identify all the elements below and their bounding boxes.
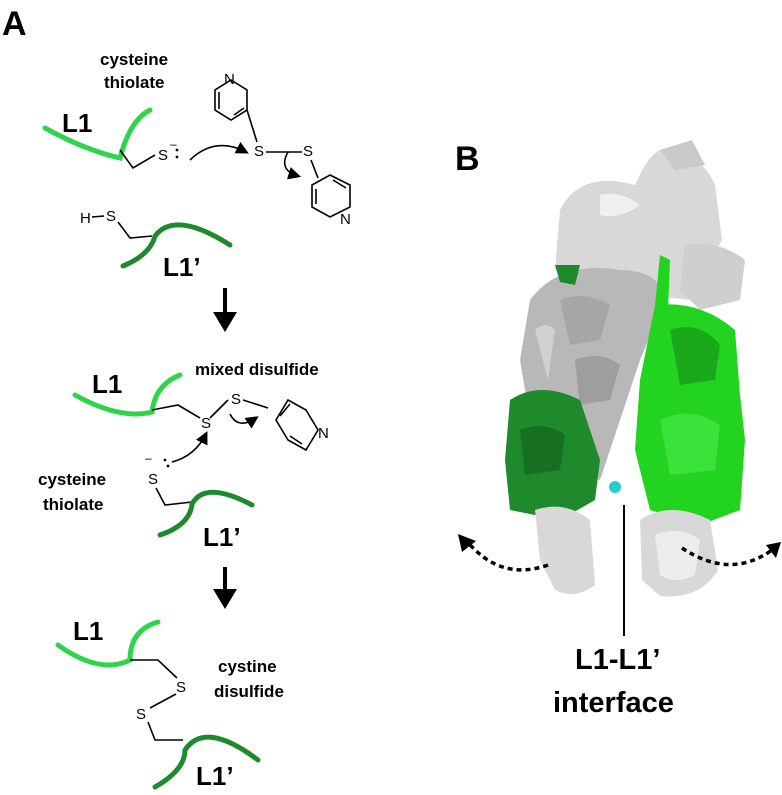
protein-green-right-helix-top [655, 255, 670, 310]
reaction-arrow-2 [213, 567, 237, 609]
step1-pyridine-bottom-n: N [340, 211, 351, 228]
protein-grey-shade-2 [575, 356, 620, 405]
motion-arrowhead-left [458, 534, 476, 552]
interface-site [609, 481, 621, 493]
step2-pyridine-ring [275, 398, 319, 452]
step2-lone-pair-2 [166, 464, 170, 468]
step3-s-top: S [176, 679, 186, 696]
step1-pyridine-top-db2 [233, 107, 245, 116]
step1-leaving-arrow [283, 151, 302, 180]
step1-hs-chain [117, 221, 153, 239]
step1-lone-pair-2 [175, 155, 179, 159]
protein-green-right-shade-1 [670, 327, 720, 385]
step2-pyridine-n: N [318, 425, 329, 442]
step3-ss-bond [149, 693, 177, 709]
step1-s-ring-bond [310, 159, 319, 179]
motion-arrow-right [681, 546, 774, 567]
protein-green-right-shade-2 [660, 413, 720, 475]
step3-l1-label: L1 [73, 616, 103, 646]
step2-s1: S [201, 415, 211, 432]
protein-green-left-shade [520, 426, 565, 475]
step2-leaving-arrow [229, 413, 259, 429]
step3-bottom-chain [147, 721, 183, 741]
step1-cysteine-label-2: thiolate [104, 73, 164, 92]
dna-groove-1 [600, 193, 640, 217]
step3-cystine-label-1: cystine [218, 657, 277, 676]
step1-s-right: S [303, 143, 313, 160]
step1-pyridine-bottom-db2 [332, 179, 347, 189]
step1-hs-s: S [106, 208, 116, 225]
step3-group: L1 S S L1’ cystine disulfide [55, 616, 284, 791]
motion-arrowhead-right [766, 542, 781, 558]
step3-top-chain [130, 659, 178, 679]
step3-l1-strand [55, 619, 161, 668]
dna-lower-right-inner [655, 531, 700, 580]
step2-group: mixed disulfide L1 S S N cysteine thiola… [38, 360, 329, 552]
step1-l1p-strand [120, 222, 233, 269]
dna-lower-left [535, 506, 595, 594]
step2-thiolate-charge: – [145, 451, 152, 465]
step3-cystine-label-2: disulfide [214, 682, 284, 701]
step2-mixed-chain [151, 404, 201, 419]
step1-thiolate-charge: – [170, 137, 177, 151]
step1-group: cysteine thiolate L1 S – N S S N H S L1’ [42, 50, 351, 282]
step1-l1p-label: L1’ [163, 252, 201, 282]
step1-pyridine-bottom-ring [311, 174, 351, 218]
step3-l1p-strand [152, 734, 261, 790]
step2-thiolate-s: S [148, 471, 158, 488]
step1-hs-bond [91, 215, 105, 218]
step2-pyridine-db1 [279, 403, 291, 417]
protein-grey-highlight [535, 325, 555, 380]
step2-cysteine-label-2: thiolate [43, 495, 103, 514]
step2-lone-pair-1 [163, 458, 167, 462]
step2-l1-label: L1 [92, 369, 122, 399]
step1-s-left: S [254, 143, 264, 160]
step2-pyridine-db2 [289, 435, 303, 445]
step1-cysteine-label-1: cysteine [100, 50, 168, 69]
step2-l1p-label: L1’ [203, 522, 241, 552]
step2-ss-bond [209, 399, 229, 419]
step2-l1-strand [72, 372, 183, 417]
step1-l1-label: L1 [62, 108, 92, 138]
step1-ring-s-bond [246, 109, 258, 143]
step1-pyridine-top-n: N [224, 71, 235, 88]
step2-mixed-label: mixed disulfide [195, 360, 319, 379]
panel-b-label: B [455, 140, 480, 178]
step2-s-ring-bond [242, 399, 269, 409]
dna-upper-left [555, 150, 722, 300]
step2-cysteine-label-1: cysteine [38, 470, 106, 489]
interface-label-line1: L1-L1’ [575, 644, 660, 676]
step3-s-bottom: S [136, 706, 146, 723]
dna-upper-tip [660, 140, 705, 170]
step1-lone-pair-1 [175, 148, 179, 152]
step1-hs-h: H [80, 210, 91, 227]
step1-pyridine-top-ring [214, 79, 248, 121]
motion-arrow-left [464, 538, 549, 572]
step1-attack-arrow [189, 141, 249, 161]
protein-green-left-helix-top [555, 265, 580, 285]
step2-attack-arrow [171, 431, 208, 463]
step1-thiolate-bond [119, 149, 156, 170]
step3-l1p-label: L1’ [196, 761, 234, 791]
step1-thiolate-s: S [158, 147, 168, 164]
interface-label-line2: interface [553, 687, 674, 719]
panel-a-label: A [2, 5, 27, 43]
protein-grey-shade-1 [560, 296, 610, 345]
step2-thiolate-chain [155, 487, 193, 506]
step2-s2: S [231, 391, 241, 408]
dna-upper-right [680, 244, 745, 310]
protein-structure [505, 140, 745, 597]
step1-l1-strand [42, 107, 153, 161]
step2-l1p-strand [157, 489, 255, 538]
reaction-arrow-1 [213, 288, 237, 332]
